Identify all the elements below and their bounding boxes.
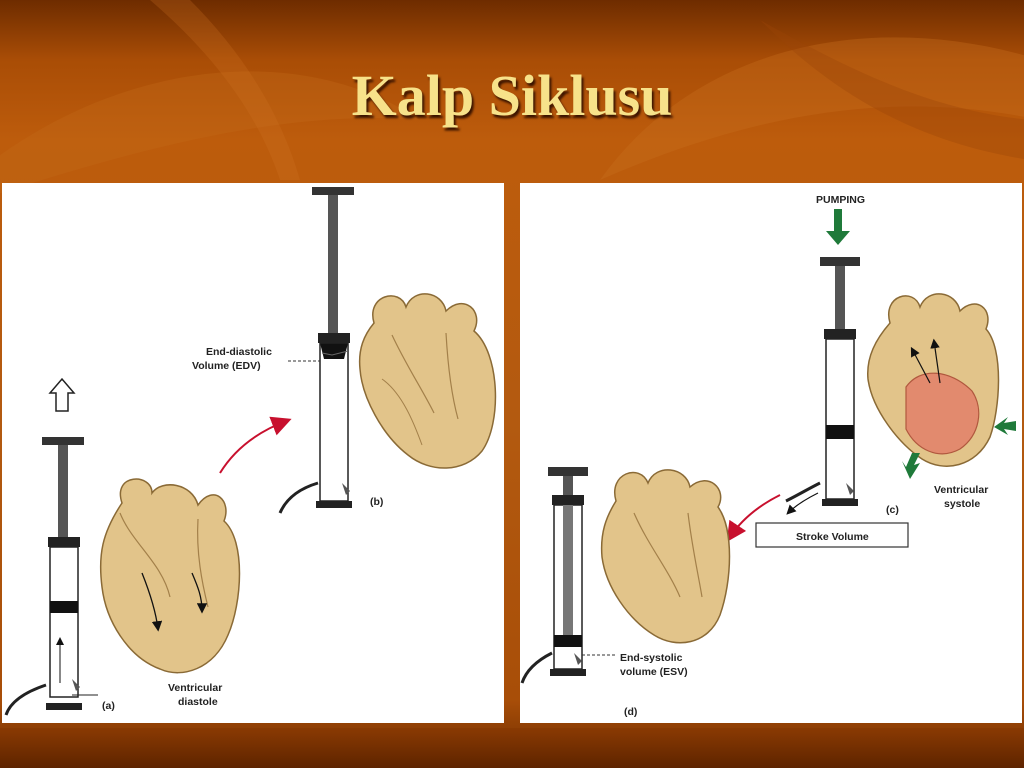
green-squeeze-arrow-icon — [902, 453, 920, 479]
syringe-esv-d — [520, 467, 616, 684]
esv-label-line2: volume (ESV) — [620, 666, 688, 678]
stroke-volume-box — [755, 522, 909, 548]
edv-label-line2: Volume (EDV) — [192, 360, 261, 372]
green-pumping-arrow-icon — [826, 209, 850, 245]
red-transition-arrow-icon — [726, 494, 781, 542]
diagram-panel-left: (a) Ventricular diastole End-diastolic V… — [2, 183, 504, 723]
heart-esv-d — [600, 469, 731, 644]
ventricular-diastole-label-line1: Ventricular — [168, 682, 222, 694]
label-b: (b) — [370, 496, 383, 508]
diagram-panel-right: PUMPING (c) Stroke Volume Ve — [520, 183, 1022, 723]
heart-edv-b — [358, 293, 497, 469]
syringe-systole-c — [785, 257, 860, 515]
ventricular-diastole-label-line2: diastole — [178, 696, 218, 708]
green-squeeze-arrow-icon — [994, 417, 1016, 435]
syringe-diastole-a — [4, 377, 98, 716]
footer-band — [0, 728, 1024, 768]
ventricular-systole-label-line1: Ventricular — [934, 484, 988, 496]
heart-diastole-a — [99, 478, 241, 674]
esv-label-line1: End-systolic — [620, 652, 683, 664]
slide-title: Kalp Siklusu — [351, 63, 673, 128]
edv-label-line1: End-diastolic — [206, 346, 272, 358]
red-transition-arrow-icon — [219, 416, 292, 474]
ventricular-systole-label-line2: systole — [944, 498, 980, 510]
stroke-volume-label: Stroke Volume — [796, 531, 869, 543]
label-c: (c) — [886, 504, 899, 516]
heart-systole-c — [867, 293, 1000, 467]
label-a: (a) — [102, 700, 115, 712]
up-arrow-icon — [48, 377, 76, 412]
pumping-label: PUMPING — [816, 194, 865, 206]
label-d: (d) — [624, 706, 637, 718]
syringe-edv-b — [278, 187, 354, 514]
